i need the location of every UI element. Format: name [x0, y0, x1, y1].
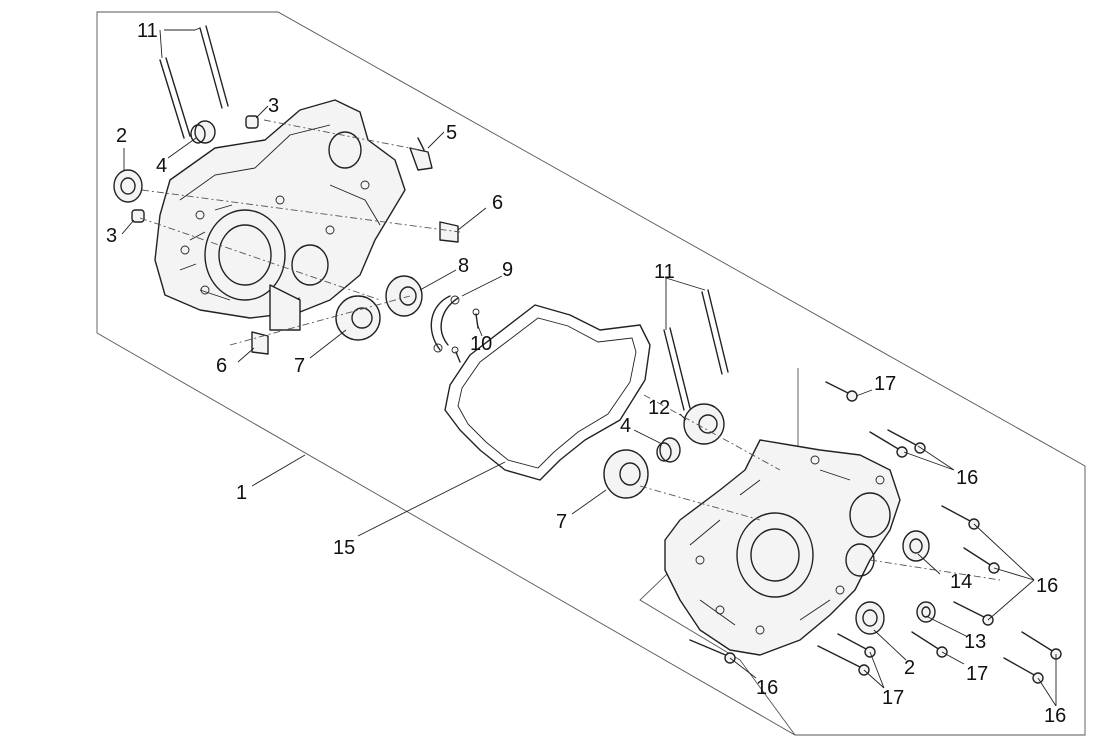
bolts-16-17 — [689, 381, 1062, 684]
callout-16-bottom-left: 16 — [756, 677, 778, 699]
callout-2-upper: 2 — [116, 125, 127, 147]
oil-seal-14 — [902, 530, 930, 562]
oil-seal-2-lower — [855, 601, 885, 635]
ball-bearing-8 — [385, 275, 423, 317]
washer-13 — [916, 601, 936, 623]
callout-9: 9 — [502, 259, 513, 281]
callout-6-lower: 6 — [216, 355, 227, 377]
callout-13: 13 — [964, 631, 986, 653]
callout-3-lower: 3 — [106, 225, 117, 247]
callout-1: 1 — [236, 482, 247, 504]
callout-4-lower: 4 — [620, 415, 631, 437]
left-crankcase-half — [154, 99, 406, 331]
bushing-6 — [251, 221, 459, 355]
right-crankcase-fastener-frame — [639, 368, 799, 736]
callout-4-upper: 4 — [156, 155, 167, 177]
stud-bolt-11-upper — [159, 25, 229, 139]
callout-10: 10 — [470, 333, 492, 355]
breather-fitting-5 — [409, 137, 433, 171]
callout-16-right: 16 — [1036, 575, 1058, 597]
callout-17-top: 17 — [874, 373, 896, 395]
callout-16-top: 16 — [956, 467, 978, 489]
ball-bearing-12 — [683, 403, 725, 445]
crankcase-gasket-15 — [444, 304, 651, 481]
leader-lines — [121, 27, 1057, 707]
callout-12: 12 — [648, 397, 670, 419]
callout-16-bottom-right: 16 — [1044, 705, 1066, 727]
screw-10 — [451, 308, 480, 363]
dowel-pin-3 — [131, 115, 259, 223]
callout-2-lower: 2 — [904, 657, 915, 679]
callout-7-left: 7 — [294, 355, 305, 377]
oil-seal-2-upper — [113, 169, 143, 203]
callout-3-upper: 3 — [268, 95, 279, 117]
ball-bearing-7-right — [603, 449, 649, 499]
callout-7-right: 7 — [556, 511, 567, 533]
callout-17-bottom: 17 — [882, 687, 904, 709]
callout-17-right: 17 — [966, 663, 988, 685]
stud-bolt-11-right — [663, 289, 729, 411]
assembly-centerline — [139, 119, 1001, 581]
callout-11-right: 11 — [654, 261, 675, 283]
needle-bearing-4-upper — [190, 120, 216, 144]
callout-6-upper: 6 — [492, 192, 503, 214]
right-crankcase-half — [664, 439, 901, 656]
left-crankcase-group-frame — [96, 11, 1086, 736]
callout-8: 8 — [458, 255, 469, 277]
callout-15: 15 — [333, 537, 355, 559]
callout-5: 5 — [446, 122, 457, 144]
callout-14: 14 — [950, 571, 972, 593]
callout-11-upper: 11 — [137, 20, 158, 42]
retaining-plate-9 — [430, 295, 460, 353]
ball-bearing-7-left — [335, 295, 381, 341]
needle-bearing-4-lower — [656, 437, 681, 463]
